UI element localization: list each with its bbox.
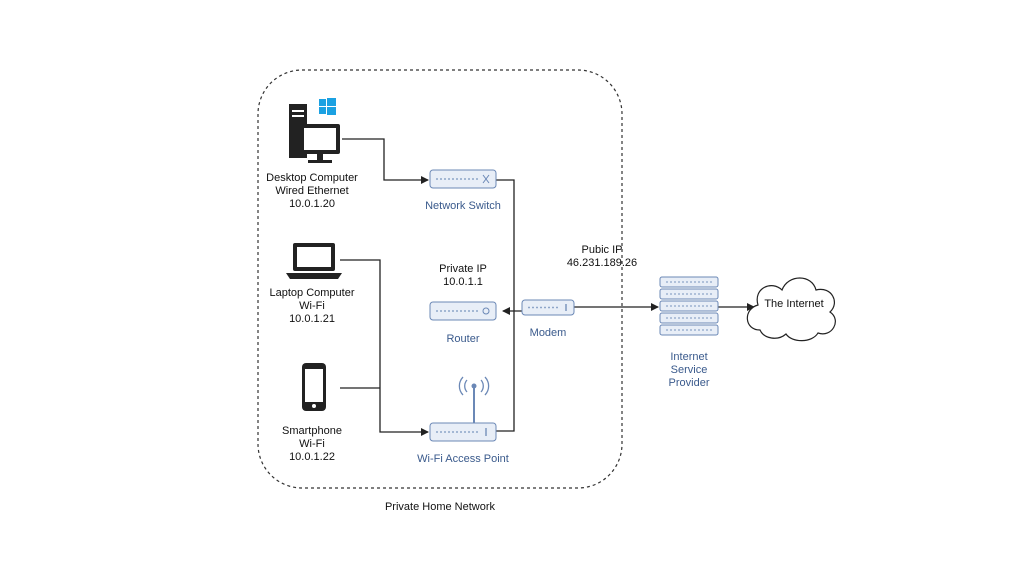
router-label: Router <box>446 333 480 345</box>
laptop-to-ap-line <box>340 259 429 436</box>
wifi-access-point-icon <box>429 376 497 442</box>
laptop-connection: Wi-Fi <box>299 300 325 312</box>
router-ip-label: Private IP 10.0.1.1 <box>418 263 508 289</box>
smartphone-connection: Wi-Fi <box>299 438 325 450</box>
network-switch-icon <box>429 169 497 189</box>
modem-icon <box>521 299 575 316</box>
isp-label: Internet Service Provider <box>644 351 734 390</box>
private-network-boundary <box>257 69 623 489</box>
access-point-label: Wi-Fi Access Point <box>417 453 509 465</box>
router-ip: 10.0.1.1 <box>443 276 483 288</box>
laptop-name: Laptop Computer <box>269 287 355 299</box>
isp-line-1: Internet <box>670 351 708 363</box>
public-ip-value: 46.231.189.26 <box>566 257 638 269</box>
modem-label: Modem <box>529 327 567 339</box>
smartphone-label: Smartphone Wi-Fi 10.0.1.22 <box>257 425 367 464</box>
server-rack-icon <box>659 276 719 336</box>
desktop-ip: 10.0.1.20 <box>289 198 335 210</box>
laptop-icon <box>286 243 342 279</box>
internet-label: The Internet <box>764 298 824 310</box>
isp-line-2: Service <box>670 364 708 376</box>
desktop-computer-icon <box>289 98 340 163</box>
public-ip-label: Pubic IP 46.231.189.26 <box>552 244 652 270</box>
smartphone-ip: 10.0.1.22 <box>289 451 335 463</box>
desktop-connection: Wired Ethernet <box>275 185 349 197</box>
smartphone-name: Smartphone <box>282 425 342 437</box>
desktop-label: Desktop Computer Wired Ethernet 10.0.1.2… <box>257 172 367 211</box>
windows-logo-icon <box>319 98 336 115</box>
desktop-to-switch-line <box>342 138 429 184</box>
public-ip-title: Pubic IP <box>581 244 623 256</box>
laptop-label: Laptop Computer Wi-Fi 10.0.1.21 <box>257 287 367 326</box>
router-icon <box>429 301 497 321</box>
connections <box>340 138 755 436</box>
network-boundary-label: Private Home Network <box>384 501 496 513</box>
laptop-ip: 10.0.1.21 <box>289 313 335 325</box>
cloud-icon <box>746 277 836 342</box>
isp-line-3: Provider <box>668 377 710 389</box>
desktop-name: Desktop Computer <box>266 172 358 184</box>
smartphone-icon <box>302 363 326 411</box>
switch-to-router-line <box>496 179 515 432</box>
router-ip-title: Private IP <box>439 263 487 275</box>
switch-label: Network Switch <box>425 200 501 212</box>
